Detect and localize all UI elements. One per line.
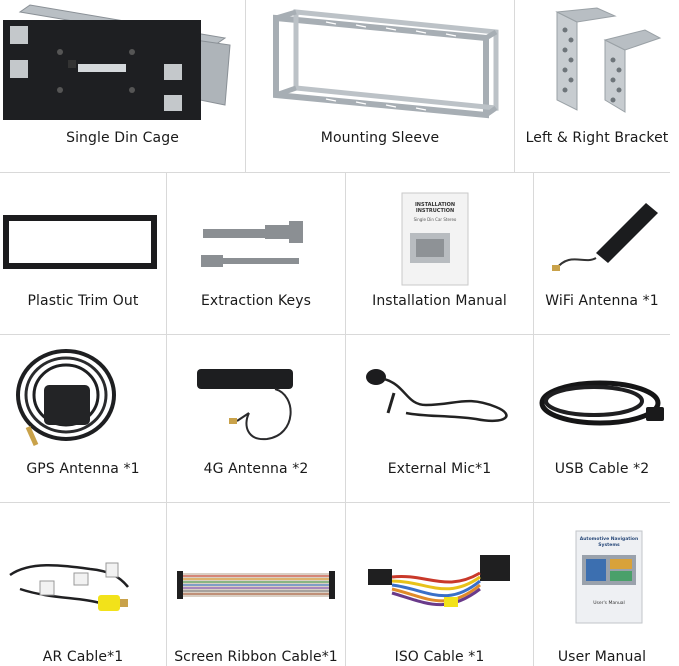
- divider: [0, 502, 670, 503]
- product-label: Plastic Trim Out: [27, 293, 139, 309]
- 4g-antenna-image: [197, 369, 293, 441]
- product-label: Installation Manual: [372, 293, 507, 309]
- divider: [0, 172, 670, 173]
- user-manual-cover-subtitle: User's Manual: [593, 601, 625, 606]
- product-cell-ar-cable: AR Cable*1: [0, 503, 166, 666]
- product-label: Screen Ribbon Cable*1: [174, 649, 338, 665]
- product-cell-single-din-cage: Single Din Cage: [0, 0, 245, 172]
- user-manual-image: [575, 530, 643, 624]
- wifi-antenna-image: [552, 203, 658, 271]
- user-manual-cover-title: Automotive Navigation Systems: [579, 537, 639, 548]
- product-label: Left & Right Bracket: [525, 130, 669, 146]
- product-cell-mounting-sleeve: Mounting Sleeve: [246, 0, 514, 172]
- product-label: External Mic*1: [387, 461, 492, 477]
- manual-cover-title: INSTALLATION INSTRUCTION: [414, 202, 456, 214]
- single-din-cage-image: [3, 4, 231, 120]
- product-cell-screen-ribbon: Screen Ribbon Cable*1: [167, 503, 345, 666]
- manual-cover-subtitle: Single Din Car Stereo: [413, 217, 457, 222]
- product-cell-user-manual: Automotive Navigation Systems User's Man…: [534, 503, 670, 666]
- divider: [345, 172, 346, 666]
- divider: [0, 334, 670, 335]
- product-cell-iso-cable: ISO Cable *1: [346, 503, 533, 666]
- product-label: User Manual: [557, 649, 647, 665]
- product-cell-plastic-trim: Plastic Trim Out: [0, 173, 166, 334]
- product-cell-wifi-antenna: WiFi Antenna *1: [534, 173, 670, 334]
- divider: [514, 0, 515, 172]
- installation-manual-image: [401, 192, 469, 286]
- product-label: Single Din Cage: [66, 130, 179, 146]
- mounting-sleeve-image: [273, 9, 499, 119]
- product-label: Mounting Sleeve: [320, 130, 440, 146]
- product-cell-installation-manual: INSTALLATION INSTRUCTION Single Din Car …: [346, 173, 533, 334]
- product-cell-left-right-bracket: Left & Right Bracket: [515, 0, 679, 172]
- divider: [533, 172, 534, 666]
- divider: [166, 172, 167, 666]
- usb-cable-image: [539, 380, 664, 426]
- extraction-keys-image: [201, 221, 303, 267]
- gps-antenna-image: [16, 349, 116, 447]
- bracket-image: [555, 7, 662, 113]
- product-label: Extraction Keys: [200, 293, 312, 309]
- product-label: USB Cable *2: [554, 461, 650, 477]
- external-mic-image: [366, 369, 508, 423]
- ar-cable-image: [9, 562, 129, 611]
- product-cell-4g-antenna: 4G Antenna *2: [167, 335, 345, 502]
- product-cell-gps-antenna: GPS Antenna *1: [0, 335, 166, 502]
- product-label: GPS Antenna *1: [26, 461, 140, 477]
- trim-image: [3, 215, 157, 269]
- product-label: WiFi Antenna *1: [545, 293, 659, 309]
- product-label: 4G Antenna *2: [203, 461, 309, 477]
- ribbon-cable-image: [177, 571, 335, 599]
- product-cell-external-mic: External Mic*1: [346, 335, 533, 502]
- divider: [245, 0, 246, 172]
- product-cell-extraction-keys: Extraction Keys: [167, 173, 345, 334]
- product-cell-usb-cable: USB Cable *2: [534, 335, 670, 502]
- product-label: ISO Cable *1: [394, 649, 485, 665]
- product-label: AR Cable*1: [42, 649, 124, 665]
- iso-cable-image: [368, 555, 510, 607]
